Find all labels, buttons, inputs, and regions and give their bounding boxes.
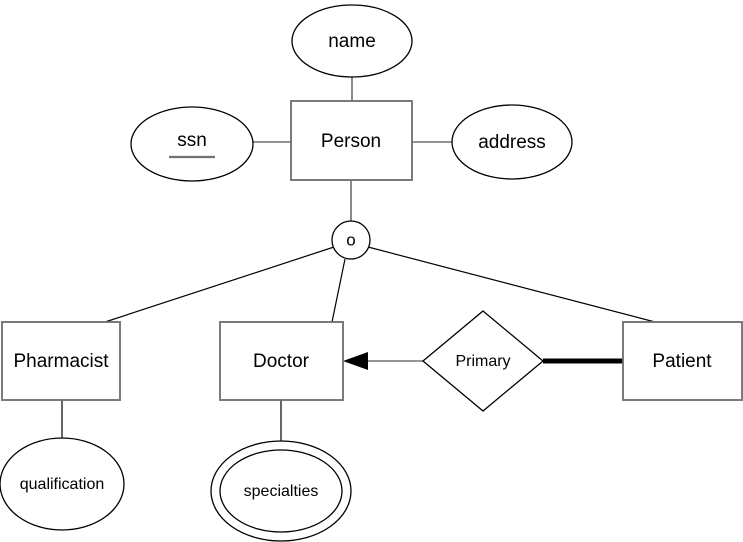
entity-rect [290, 100, 413, 181]
entity-pharmacist[interactable]: Pharmacist [1, 321, 121, 401]
relationship-primary[interactable]: Primary [421, 310, 545, 412]
attribute-specialties[interactable]: specialties [210, 440, 352, 542]
attribute-label-qualification: qualification [20, 476, 105, 493]
connector-circle-pharmacist [104, 246, 335, 323]
attribute-label-specialties: specialties [244, 483, 319, 500]
entity-doctor[interactable]: Doctor [219, 321, 344, 401]
entity-rect-highlight [622, 321, 743, 401]
attribute-label-address: address [478, 132, 546, 153]
connector-circle-doctor [331, 258, 346, 323]
connector-primary-doctor [343, 352, 423, 370]
relationship-diamond [421, 310, 545, 412]
specialization-circle [331, 220, 371, 260]
attribute-address[interactable]: address [451, 104, 573, 180]
relationship-label-primary: Primary [455, 353, 510, 370]
attribute-ellipse-inner [219, 449, 343, 533]
attribute-label-name: name [328, 31, 376, 52]
attribute-qualification[interactable]: qualification [0, 437, 125, 531]
entity-label-pharmacist: Pharmacist [13, 351, 109, 372]
attribute-label-ssn: ssn [177, 130, 207, 151]
entity-rect [1, 321, 121, 401]
attribute-ssn[interactable]: ssn [130, 106, 254, 182]
attribute-ellipse [130, 106, 254, 182]
entity-person[interactable]: Person [290, 100, 413, 181]
entity-label-person: Person [321, 131, 381, 152]
entity-label-doctor: Doctor [253, 351, 310, 372]
specialization-overlap-circle[interactable]: o [331, 220, 371, 260]
entity-rect-highlight [1, 321, 121, 401]
attribute-name[interactable]: name [291, 4, 413, 78]
entity-rect-highlight [219, 321, 344, 401]
attribute-ellipse [451, 104, 573, 180]
entity-rect-highlight [290, 100, 413, 181]
attribute-ellipse [291, 4, 413, 78]
specialization-symbol: o [346, 230, 355, 249]
connection-lines [61, 77, 656, 441]
attribute-ellipse [0, 437, 125, 531]
arrowhead-icon [343, 352, 368, 370]
entity-label-patient: Patient [652, 351, 712, 372]
entity-rect [622, 321, 743, 401]
connector-circle-patient [367, 246, 656, 323]
entity-patient[interactable]: Patient [622, 321, 743, 401]
